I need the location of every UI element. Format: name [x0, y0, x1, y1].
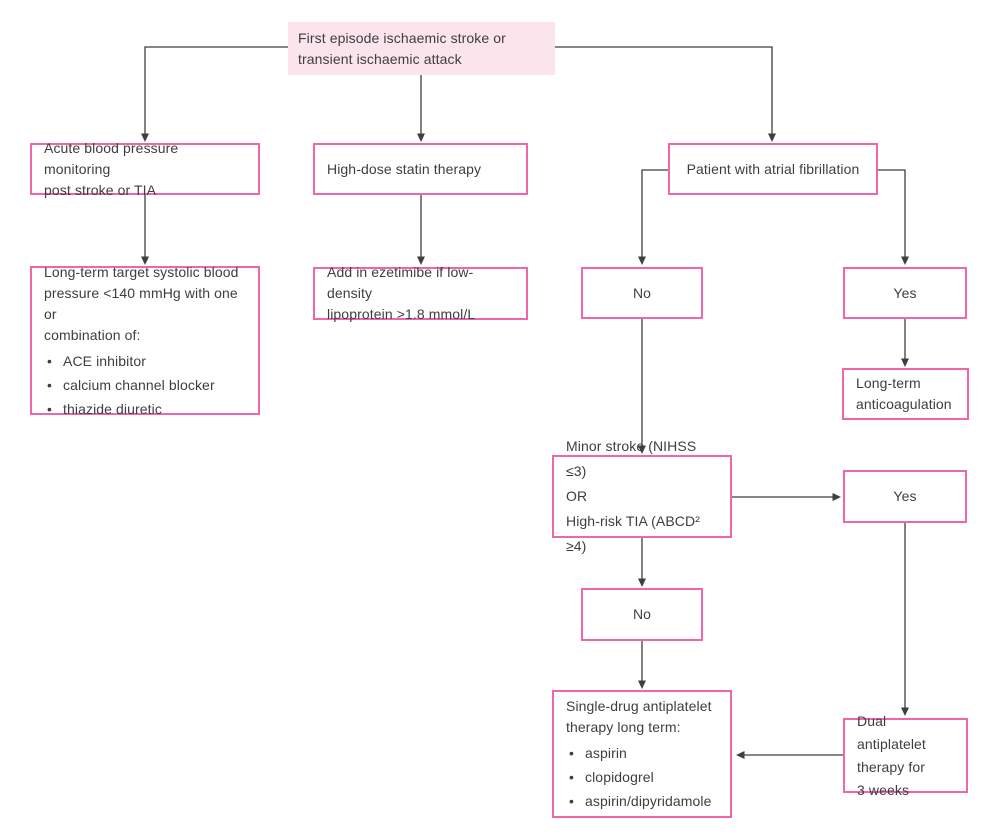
node-single-drug-antiplatelet: Single-drug antiplatelet therapy long te… [552, 690, 732, 818]
node-line: Yes [893, 488, 917, 504]
node-dual-antiplatelet: Dual antiplatelet therapy for 3 weeks [843, 713, 968, 798]
node-line: Yes [893, 284, 917, 301]
node-line: Add in ezetimibe if low-density [327, 264, 474, 301]
node-line: lipoprotein >1.8 mmol/L [327, 306, 476, 322]
arrow-af-to-yes [878, 169, 909, 265]
node-af-yes: Yes [843, 267, 967, 319]
node-line: Patient with atrial fibrillation [686, 160, 860, 177]
node-line: Dual antiplatelet [857, 712, 926, 752]
node-line: No [632, 606, 652, 622]
bullet-item: clopidogrel [566, 767, 718, 788]
node-line: Long-term [856, 375, 921, 391]
node-line: Long-term target systolic blood [44, 263, 239, 280]
bullet-item: thiazide diuretic [44, 399, 246, 420]
node-line: combination of: [44, 326, 141, 343]
bullet-item: aspirin/dipyridamole [566, 791, 718, 812]
node-minor-stroke: Minor stroke (NIHSS ≤3) OR High-risk TIA… [552, 438, 732, 554]
node-line: post stroke or TIA [44, 181, 157, 198]
node-line: High-dose statin therapy [327, 160, 482, 177]
node-line: therapy long term: [566, 719, 681, 735]
node-line: First episode ischaemic stroke or [298, 29, 506, 46]
bullet-list: ACE inhibitor calcium channel blocker th… [44, 348, 246, 420]
node-ezetimibe: Add in ezetimibe if low-density lipoprot… [313, 264, 528, 322]
node-long-term-bp-target: Long-term target systolic blood pressure… [30, 264, 260, 420]
node-line: Acute blood pressure monitoring [44, 139, 179, 177]
bullet-list: aspirin clopidogrel aspirin/dipyridamole [566, 740, 718, 812]
bullet-item: calcium channel blocker [44, 375, 246, 396]
arrow-start-to-acute [141, 46, 288, 142]
node-first-episode: First episode ischaemic stroke or transi… [288, 22, 555, 75]
node-line: anticoagulation [856, 396, 952, 412]
node-line: transient ischaemic attack [298, 50, 462, 67]
node-line: High-risk TIA (ABCD² ≥4) [566, 513, 700, 554]
bullet-item: aspirin [566, 743, 718, 764]
node-minor-no: No [581, 588, 703, 641]
bullet-item: ACE inhibitor [44, 351, 246, 372]
node-af-no: No [581, 267, 703, 319]
node-anticoagulation: Long-term anticoagulation [842, 368, 969, 420]
node-line: Single-drug antiplatelet [566, 698, 712, 714]
arrow-start-to-af [555, 46, 776, 142]
node-line: OR [566, 488, 588, 504]
node-line: No [632, 284, 652, 301]
node-statin-therapy: High-dose statin therapy [313, 143, 528, 195]
node-atrial-fibrillation: Patient with atrial fibrillation [668, 143, 878, 195]
node-line: therapy for [857, 758, 926, 775]
node-line: Minor stroke (NIHSS ≤3) [566, 438, 697, 479]
arrow-af-to-no [638, 169, 668, 265]
node-minor-yes: Yes [843, 470, 967, 523]
node-line: pressure <140 mmHg with one or [44, 284, 238, 322]
node-acute-bp-monitoring: Acute blood pressure monitoring post str… [30, 140, 260, 198]
node-line: 3 weeks [857, 781, 910, 798]
